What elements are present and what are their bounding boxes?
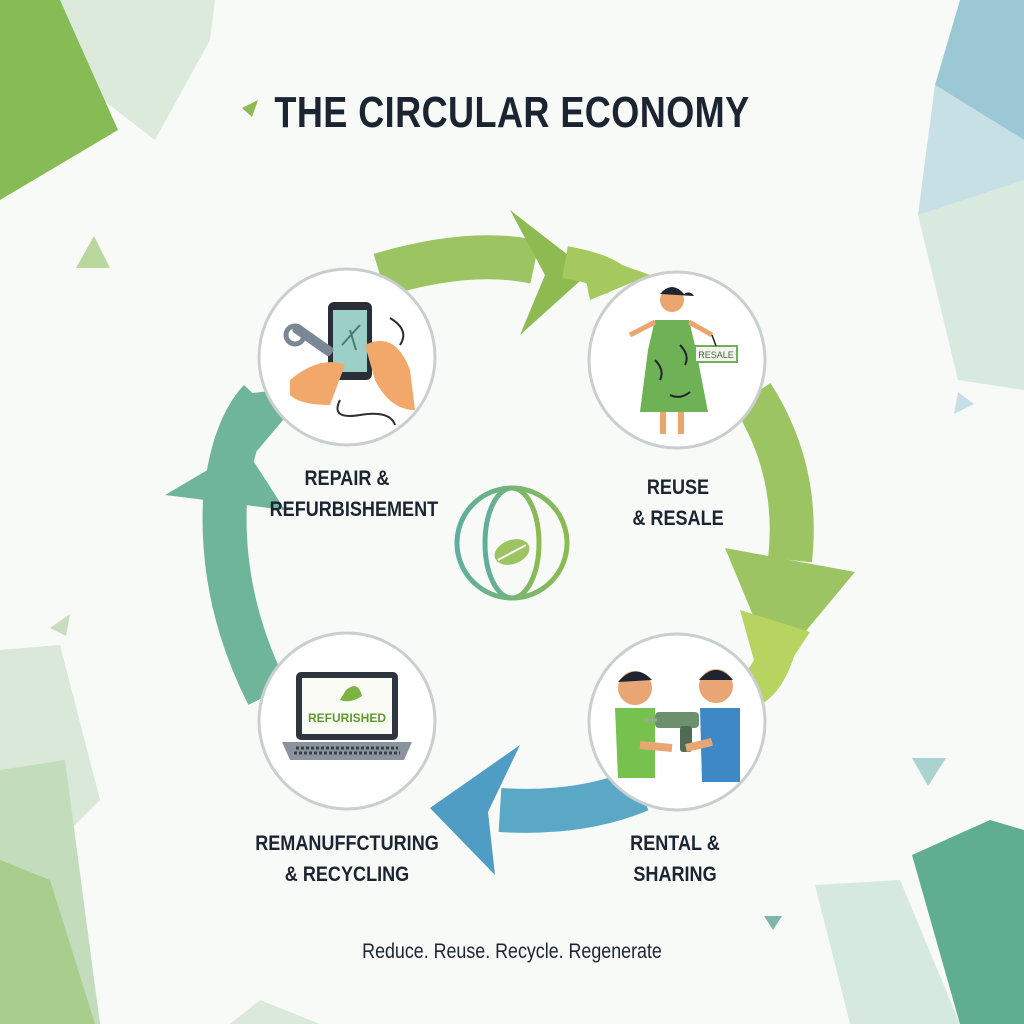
stage-label-reuse: REUSE & RESALE [601,472,756,534]
tagline: Reduce. Reuse. Recycle. Regenerate [362,940,662,963]
stage-label-recycling: REMANUFFCTURING & RECYCLING [248,828,446,890]
stage-circle-repair [257,267,437,447]
stage-circle-rental [587,632,767,812]
arrow-reuse-to-rental [733,383,814,563]
triangle-icon [912,758,946,786]
arrow-repair-to-reuse [373,235,540,297]
stage-label-repair: REPAIR & REFURBISHEMENT [269,463,439,525]
arrow-head-icon [430,745,520,875]
triangle-icon [764,916,782,930]
refurbished-laptop-icon: REFURISHED [282,672,412,760]
stage-label-line: & RESALE [632,507,724,530]
stage-label-line: REPAIR & [304,467,390,490]
stage-circle-reuse: RESALE [587,270,767,450]
arrow-head-icon [510,210,590,335]
svg-text:REFURISHED: REFURISHED [308,711,386,725]
stage-label-line: REFURBISHEMENT [269,498,439,521]
arrow-head-icon [725,548,855,668]
arrow-head-icon [165,448,285,510]
arrow-rental-to-recycling [498,769,649,833]
triangle-icon [954,392,974,414]
woman-selling-dress-icon: RESALE [628,287,738,434]
stage-label-line: & RECYCLING [284,863,410,886]
stage-circle-recycling: REFURISHED [257,631,437,811]
svg-text:RESALE: RESALE [698,350,734,360]
stage-label-line: REUSE [646,476,710,499]
stage-label-line: REMANUFFCTURING [255,832,439,855]
phone-repair-icon [283,302,415,426]
cycle-arrows [165,210,855,875]
triangle-icon [50,614,70,636]
stage-label-line: RENTAL & [630,832,720,855]
stage-label-line: SHARING [633,863,717,886]
triangle-icon [242,100,258,117]
people-sharing-drill-icon [615,669,740,782]
globe-leaf-icon [454,485,570,601]
page-title: THE CIRCULAR ECONOMY [274,88,750,137]
stage-label-rental: RENTAL & SHARING [598,828,753,890]
triangle-icon [76,236,110,268]
